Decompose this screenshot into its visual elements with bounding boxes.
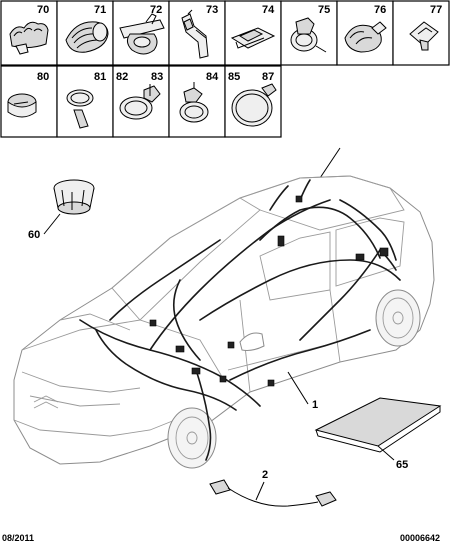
part-76-icon [344, 21, 387, 53]
parts-grid-row-1: 70 71 72 73 74 75 76 77 [0, 0, 450, 66]
part-82-83-icon [119, 84, 161, 120]
label-85: 85 [228, 71, 240, 83]
part-73-icon [181, 9, 209, 59]
label-84: 84 [206, 71, 219, 83]
wiring-harness [79, 179, 401, 461]
label-70: 70 [37, 4, 49, 16]
part-60-grommet [53, 179, 95, 215]
leader-65 [377, 445, 395, 461]
front-wheel [167, 407, 217, 469]
callout-60: 60 [28, 229, 40, 241]
part-74-icon [230, 27, 276, 49]
label-74: 74 [262, 4, 275, 16]
parts-grid-row-2: 80 81 82 83 84 85 87 [0, 65, 282, 138]
leader-1 [287, 371, 309, 405]
rear-wheel [375, 289, 421, 347]
label-83: 83 [151, 71, 163, 83]
part-80-icon [7, 93, 37, 118]
part-75-icon [290, 17, 327, 53]
label-76: 76 [374, 4, 386, 16]
callout-2: 2 [262, 469, 268, 481]
part-84-icon [179, 82, 209, 123]
part-72-icon [119, 13, 165, 55]
footer-ref: 00006642 [400, 533, 440, 543]
part-65-pad [314, 397, 442, 453]
part-70-icon [9, 21, 49, 55]
label-80: 80 [37, 71, 49, 83]
callout-65: 65 [396, 459, 408, 471]
callout-1: 1 [312, 399, 318, 411]
label-77: 77 [430, 4, 442, 16]
car-illustration [13, 147, 435, 469]
label-87: 87 [262, 71, 274, 83]
part-77-icon [409, 21, 439, 51]
roof-pointer-line [319, 147, 341, 179]
label-73: 73 [206, 4, 218, 16]
leader-2 [255, 481, 265, 501]
footer-date: 08/2011 [2, 533, 34, 543]
label-72: 72 [150, 4, 162, 16]
label-75: 75 [318, 4, 330, 16]
label-81: 81 [94, 71, 106, 83]
label-82: 82 [116, 71, 128, 83]
leader-60 [43, 213, 61, 235]
part-85-87-icon [231, 83, 277, 127]
part-2-cable [209, 479, 337, 507]
cell-77 [392, 0, 450, 66]
part-71-icon [65, 21, 109, 53]
label-71: 71 [94, 4, 106, 16]
part-81-icon [66, 89, 94, 129]
